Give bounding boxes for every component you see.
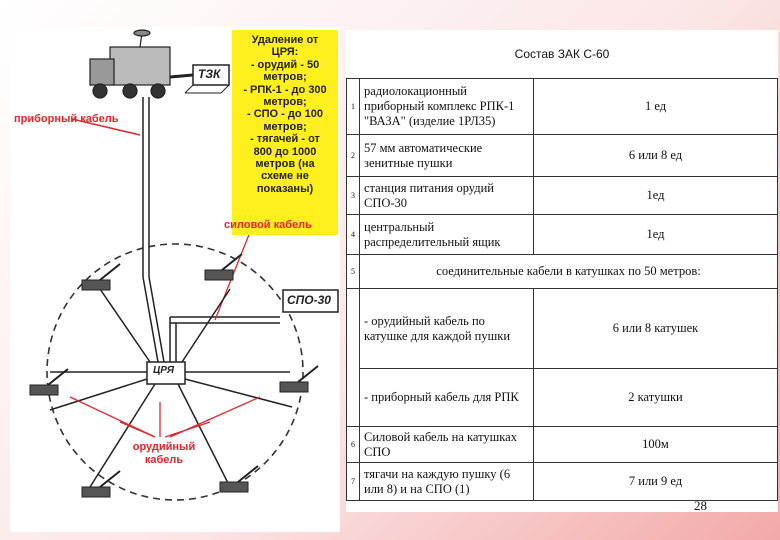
- composition-panel: Состав ЗАК С-60 1 радиолокационный прибо…: [346, 30, 778, 512]
- table-row: - орудийный кабель по катушке для каждой…: [346, 288, 778, 369]
- row-name: радиолокационный приборный комплекс РПК-…: [359, 78, 534, 135]
- power-cable-label: силовой кабель: [224, 219, 312, 231]
- note-line: показаны): [256, 182, 314, 195]
- note-line: - тягачей - от: [250, 133, 320, 146]
- row-qty: 7 или 9 ед: [533, 462, 778, 501]
- deployment-diagram: Удаление от ЦРЯ: - орудий - 50 метров; -…: [10, 27, 340, 532]
- row-span-text: соединительные кабели в катушках по 50 м…: [359, 254, 778, 289]
- row-number: [346, 288, 360, 369]
- row-qty: 6 или 8 катушек: [533, 288, 778, 369]
- row-number: [346, 368, 360, 427]
- row-name: станция питания орудий СПО-30: [359, 176, 534, 215]
- row-name: - орудийный кабель по катушке для каждой…: [359, 288, 534, 369]
- gun-icon: [81, 263, 121, 291]
- row-qty: 1ед: [533, 176, 778, 215]
- diagram-drawing: [29, 29, 339, 501]
- distance-note: Удаление от ЦРЯ: - орудий - 50 метров; -…: [232, 30, 338, 235]
- gun-icon: [81, 470, 121, 498]
- cry-box: [146, 361, 186, 385]
- gun-cable-label-line2: кабель: [144, 454, 184, 466]
- gun-cable-arrows: [69, 396, 261, 438]
- gun-icon: [219, 465, 259, 493]
- gun-icon: [279, 365, 319, 393]
- table-row: 6 Силовой кабель на катушках СПО 100м: [346, 426, 778, 463]
- note-line: - РПК-1 - до 300: [243, 83, 327, 96]
- tzk-label: ТЗК: [198, 67, 221, 81]
- table-row: 3 станция питания орудий СПО-30 1ед: [346, 176, 778, 215]
- composition-table: 1 радиолокационный приборный комплекс РП…: [346, 78, 778, 501]
- gun-icon: [204, 253, 243, 281]
- note-line: Удаление от: [251, 34, 319, 46]
- row-name: Силовой кабель на катушках СПО: [359, 426, 534, 463]
- gun-cable-label: орудийный кабель: [132, 441, 196, 467]
- instrument-cable-label: приборный кабель: [14, 113, 119, 125]
- table-title: Состав ЗАК С-60: [514, 47, 610, 61]
- page-number: 28: [694, 498, 707, 513]
- note-line: схеме не: [261, 170, 309, 183]
- row-name: тягачи на каждую пушку (6 или 8) и на СП…: [359, 462, 534, 501]
- note-line: метров;: [263, 71, 307, 84]
- note-line: метров (на: [255, 158, 315, 171]
- gun-deployment-circle: [46, 243, 304, 501]
- note-line: метров;: [263, 96, 307, 109]
- spo-label: СПО-30: [287, 293, 331, 307]
- row-qty: 2 катушки: [533, 368, 778, 427]
- spo-box: [282, 289, 339, 313]
- row-qty: 6 или 8 ед: [533, 134, 778, 177]
- gun-cable-label-line1: орудийный: [132, 441, 196, 453]
- table-row: 5 соединительные кабели в катушках по 50…: [346, 254, 778, 289]
- row-number: 7: [346, 462, 360, 501]
- row-number: 4: [346, 214, 360, 255]
- note-line: ЦРЯ:: [271, 46, 299, 59]
- table-row: 4 центральный распределительный ящик 1ед: [346, 214, 778, 255]
- gun-icons: [29, 253, 319, 498]
- row-name: - приборный кабель для РПК: [359, 368, 534, 427]
- cry-label: ЦРЯ: [153, 365, 175, 376]
- note-line: 800 до 1000: [253, 145, 317, 158]
- gun-icon: [29, 368, 69, 396]
- note-line: метров;: [263, 120, 307, 133]
- radar-truck-icon: [89, 29, 171, 99]
- table-row: 1 радиолокационный приборный комплекс РП…: [346, 78, 778, 135]
- note-line: - СПО - до 100: [246, 108, 323, 121]
- note-line: - орудий - 50: [250, 58, 320, 71]
- row-number: 1: [346, 78, 360, 135]
- table-row: 2 57 мм автоматические зенитные пушки 6 …: [346, 134, 778, 177]
- row-name: центральный распределительный ящик: [359, 214, 534, 255]
- row-qty: 1 ед: [533, 78, 778, 135]
- row-number: 3: [346, 176, 360, 215]
- row-qty: 1ед: [533, 214, 778, 255]
- row-number: 6: [346, 426, 360, 463]
- row-name: 57 мм автоматические зенитные пушки: [359, 134, 534, 177]
- table-row: - приборный кабель для РПК 2 катушки: [346, 368, 778, 427]
- row-number: 5: [346, 254, 360, 289]
- row-qty: 100м: [533, 426, 778, 463]
- table-row: 7 тягачи на каждую пушку (6 или 8) и на …: [346, 462, 778, 501]
- row-number: 2: [346, 134, 360, 177]
